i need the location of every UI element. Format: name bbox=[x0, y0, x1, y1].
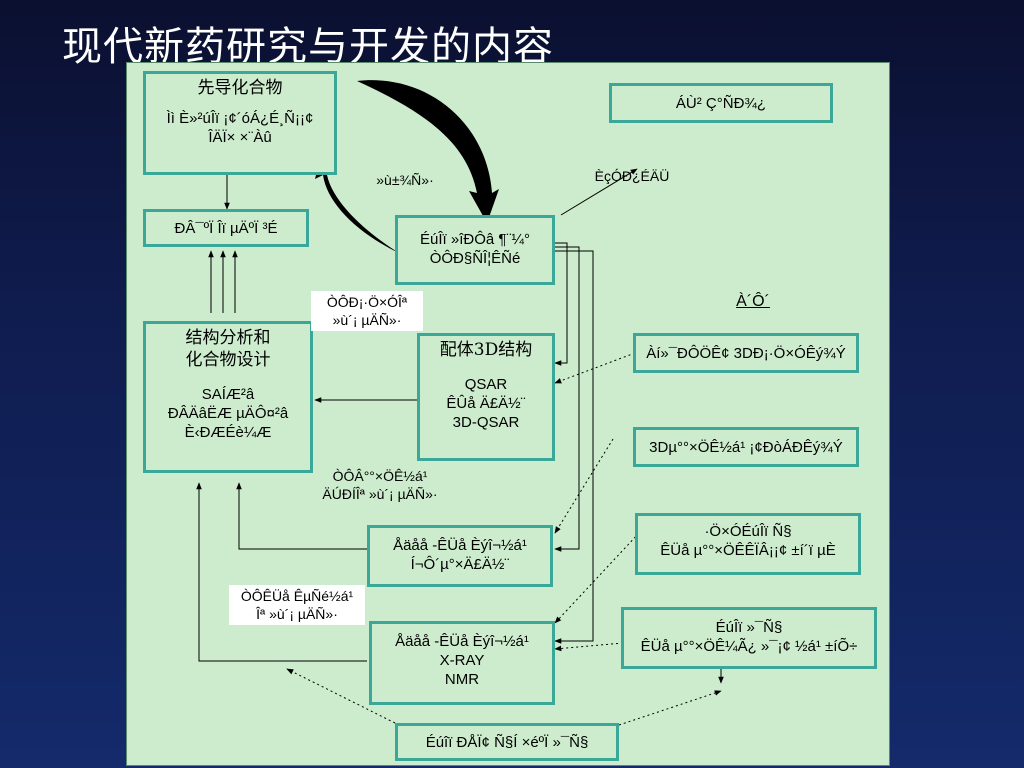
target-line-1: ÉúÎï »îÐÔâ ¶¨¼° bbox=[420, 231, 530, 248]
resources-heading: À´Ô´ bbox=[736, 293, 770, 310]
ligand-prediction-box: Åäåå -ÊÜå Èýî¬½á¹ Í¬Ô´µ°×Ä£Ä½¨ bbox=[367, 525, 553, 587]
synthesis-box: ÐÂ¯ºÏ Îï µÄºÏ ³É bbox=[143, 209, 309, 247]
preclinical-box: ÁÙ² Ç°ÑÐ¾¿ bbox=[609, 83, 833, 123]
big-loop-arrow bbox=[357, 80, 499, 223]
arrow-xray-to-design bbox=[196, 482, 367, 662]
dotted-r3-to-xray bbox=[554, 532, 640, 624]
small-molecule-cycle-label: ÒÔÐ¡·Ö×ÓÎª »ù´¡ µÄÑ­»· bbox=[311, 291, 423, 331]
design-box: 结构分析和 化合物设计 SAÍÆ²â ÐÂÄâËÆ µÄÔ¤²â È‹ÐÆÉè¼… bbox=[143, 321, 313, 473]
resource-box-2: 3Dµ°°×ÖÊ½á¹ ¡¢ÐòÁÐÊý¾Ý bbox=[633, 427, 859, 467]
receptor-experiment-cycle-label: ÒÔÊÜå ÊµÑé½á¹ Îª »ù´¡ µÄÑ­»· bbox=[229, 585, 365, 625]
xray-line-1: Åäåå -ÊÜå Èýî¬½á¹ bbox=[395, 633, 529, 650]
lead-line-1: Ìì È»²úÎï ¡¢´óÁ¿É¸Ñ¡¡¢ bbox=[166, 110, 314, 127]
xray-box: Åäåå -ÊÜå Èýî¬½á¹ X-RAY NMR bbox=[369, 621, 555, 705]
resource-box-1: Àí»¯ÐÔÖÊ¢ 3DÐ¡·Ö×ÓÊý¾Ý bbox=[633, 333, 859, 373]
design-title-1: 结构分析和 bbox=[185, 328, 271, 348]
arrow-target-to-ligand bbox=[553, 246, 580, 552]
lead-compound-title: 先导化合物 bbox=[197, 78, 283, 98]
dotted-r2-to-ligand bbox=[554, 438, 614, 534]
resource-3-line-1: ·Ö×ÓÉúÎï Ñ§ bbox=[704, 523, 792, 540]
ligand-line-2: Í¬Ô´µ°×Ä£Ä½¨ bbox=[410, 556, 510, 573]
target-line-2: ÒÔÐ§ÑÎ¦ÊÑé bbox=[429, 250, 521, 267]
resource-1-line-1: Àí»¯ÐÔÖÊ¢ 3DÐ¡·Ö×ÓÊý¾Ý bbox=[646, 345, 846, 362]
design-line-2: ÐÂÄâËÆ µÄÔ¤²â bbox=[167, 405, 289, 422]
arrow-target-to-fruit bbox=[560, 168, 638, 216]
protein-model-cycle-label: ÒÔÂ°°×ÖÊ½á¹ ÄÚÐÍÎª »ù´¡ µÄÑ­»· bbox=[322, 468, 438, 502]
preclinical-line-1: ÁÙ² Ç°ÑÐ¾¿ bbox=[675, 95, 767, 112]
xray-line-3: NMR bbox=[444, 671, 480, 688]
synthesis-line-1: ÐÂ¯ºÏ Îï µÄºÏ ³É bbox=[174, 220, 278, 237]
bioinformatics-box: Éúîï ÐÅÏ¢ Ñ§Í ×éºÏ »¯Ñ§ bbox=[395, 723, 619, 761]
diagram-panel: 先导化合物 Ìì È»²úÎï ¡¢´óÁ¿É¸Ñ¡¡¢ ÎÄÏ× ×¨Àû Ð… bbox=[126, 62, 890, 766]
resource-2-line-1: 3Dµ°°×ÖÊ½á¹ ¡¢ÐòÁÐÊý¾Ý bbox=[649, 439, 843, 456]
basic-cycle-label: »ù±¾Ñ­»· bbox=[376, 172, 434, 188]
lead-line-2: ÎÄÏ× ×¨Àû bbox=[208, 129, 272, 146]
dotted-bio-to-r4 bbox=[618, 690, 722, 726]
qsar-title: 配体3D结构 bbox=[439, 340, 533, 360]
design-line-3: È‹ÐÆÉè¼Æ bbox=[184, 424, 272, 441]
lead-compound-box: 先导化合物 Ìì È»²úÎï ¡¢´óÁ¿É¸Ñ¡¡¢ ÎÄÏ× ×¨Àû bbox=[143, 71, 337, 175]
ligand-line-1: Åäåå -ÊÜå Èýî¬½á¹ bbox=[393, 537, 527, 554]
design-line-1: SAÍÆ²â bbox=[201, 386, 255, 403]
resource-4-line-2: ÊÜå µ°°×ÖÊ¼Ã¿ »¯¡¢ ½á¹ ±íÕ÷ bbox=[640, 638, 858, 655]
target-box: ÉúÎï »îÐÔâ ¶¨¼° ÒÔÐ§ÑÎ¦ÊÑé bbox=[395, 215, 555, 285]
bio-line-1: Éúîï ÐÅÏ¢ Ñ§Í ×éºÏ »¯Ñ§ bbox=[425, 734, 589, 751]
qsar-box: 配体3D结构 QSAR ÊÛå Ä£Ä½¨ 3D-QSAR bbox=[417, 333, 555, 461]
qsar-line-2: ÊÛå Ä£Ä½¨ bbox=[446, 395, 526, 412]
xray-line-2: X-RAY bbox=[439, 652, 485, 669]
clinical-possibility-label: ÈçÓÐ¿ÉÄÜ bbox=[594, 168, 670, 184]
design-title-2: 化合物设计 bbox=[185, 350, 271, 370]
arrow-target-to-qsar bbox=[553, 242, 568, 366]
resource-box-4: ÉúÎï »¯Ñ§ ÊÜå µ°°×ÖÊ¼Ã¿ »¯¡¢ ½á¹ ±íÕ÷ bbox=[621, 607, 877, 669]
arrow-target-to-xray bbox=[553, 250, 594, 644]
resource-box-3: ·Ö×ÓÉúÎï Ñ§ ÊÜå µ°°×ÖÊÊÏÂ¡¡¢ ±í´ï µÈ bbox=[635, 513, 861, 575]
connector-lines bbox=[196, 80, 724, 726]
qsar-line-3: 3D-QSAR bbox=[452, 414, 520, 431]
dotted-bio-to-xray bbox=[286, 668, 396, 724]
qsar-line-1: QSAR bbox=[464, 376, 508, 393]
dotted-r1-to-qsar bbox=[554, 352, 636, 384]
resource-4-line-1: ÉúÎï »¯Ñ§ bbox=[715, 619, 783, 636]
arrow-ligand-to-design bbox=[236, 482, 367, 550]
resource-3-line-2: ÊÜå µ°°×ÖÊÊÏÂ¡¡¢ ±í´ï µÈ bbox=[660, 542, 836, 559]
dotted-r4-to-xray bbox=[554, 642, 624, 652]
